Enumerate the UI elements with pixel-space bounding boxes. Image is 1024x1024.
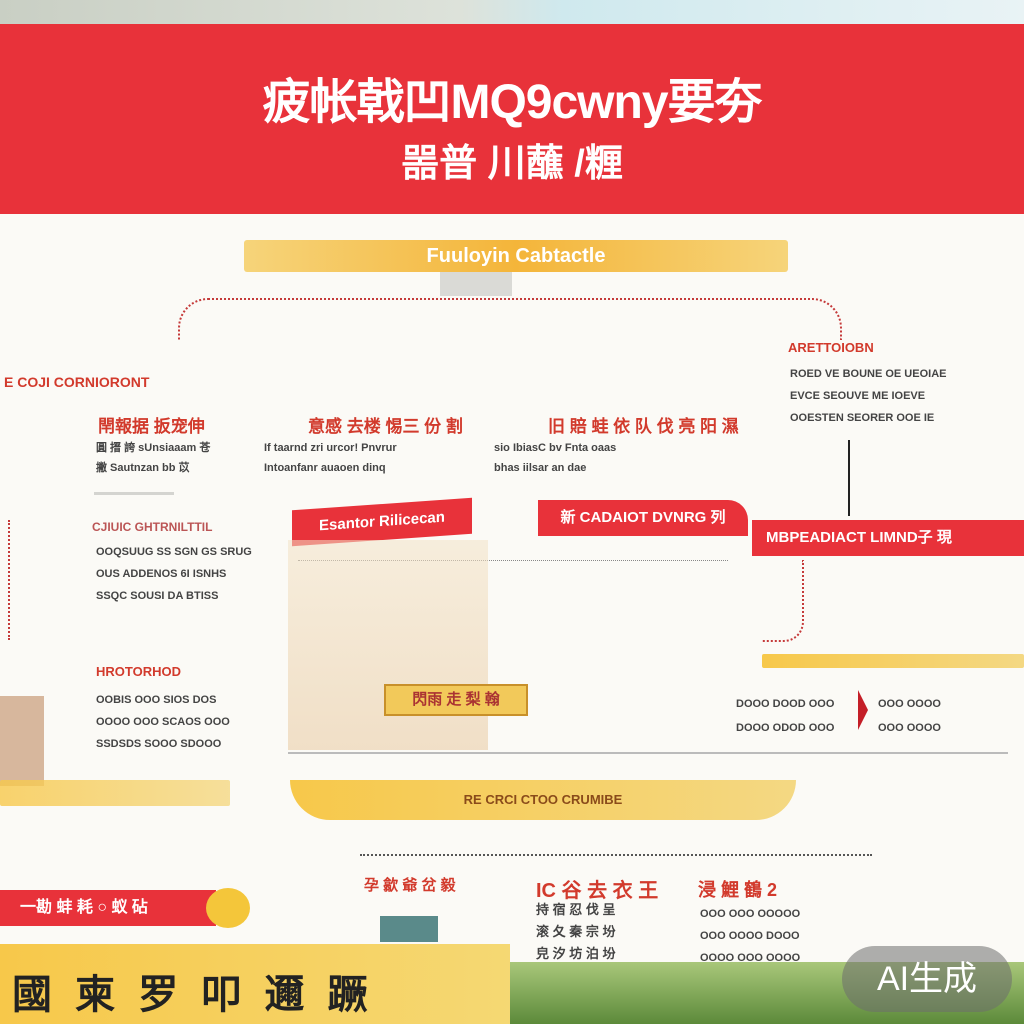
hero-subtitle: 噐普 川蘸 /糎 xyxy=(401,143,623,185)
mid-left-line: OUS ADDENOS 6I ISNHS xyxy=(96,568,227,580)
yellow-circle-icon xyxy=(206,888,250,928)
hero-title: 疲帐戟凹MQ9cwny要夯 xyxy=(262,76,762,129)
bottom-col3-line: OOOO OOO OOOO xyxy=(700,952,801,964)
lower-right-aside: OOO OOOO xyxy=(878,722,941,734)
bottom-col3-line: OOO OOOO DOOO xyxy=(700,930,800,942)
top-photo-strip xyxy=(0,0,1024,24)
col1-line: 圓 搢 誇 sUnsiaaam 苍 xyxy=(96,442,211,454)
lower-left-line: SSDSDS SOOO SDOOO xyxy=(96,738,222,750)
bottom-col2-heading: IC 谷 去 衣 王 xyxy=(536,880,659,902)
section-ribbon-label: Fuuloyin Cabtactle xyxy=(426,245,606,267)
yellow-brush-left xyxy=(0,780,230,806)
lower-right-aside: OOO OOOO xyxy=(878,698,941,710)
left-section-heading: E COJI CORNIORONT xyxy=(4,374,150,390)
flag-caption-line xyxy=(298,560,728,561)
right-panel-line: EVCE SEOUVE ME IOEVE xyxy=(790,390,926,402)
col3-line: bhas iilsar an dae xyxy=(494,462,587,474)
connector-black xyxy=(848,440,850,516)
right-panel-heading: ARETTOIOBN xyxy=(788,340,874,355)
red-arrow-icon xyxy=(858,690,868,730)
lower-right-line: DOOO ODOD OOO xyxy=(736,722,835,734)
lower-left-line: OOBIS OOO SIOS DOS xyxy=(96,694,217,706)
section-ribbon-2-label: RE CRCI CTOO CRUMIBE xyxy=(463,792,623,807)
bottom-col3-heading: 浸 鯉 鶴 2 xyxy=(698,880,778,900)
divider xyxy=(94,492,174,495)
tower-photo xyxy=(0,696,44,786)
bottom-bar xyxy=(0,944,510,1024)
col2-line: Intoanfanr auaoen dinq xyxy=(264,462,386,474)
mid-left-line: OOQSUUG SS SGN GS SRUG xyxy=(96,546,252,558)
lower-left-line: OOOO OOO SCAOS OOO xyxy=(96,716,230,728)
building-photo xyxy=(288,540,488,750)
col2-line: If taarnd zri urcor! Pnvrur xyxy=(264,442,397,454)
right-panel-line: OOESTEN SEORER OOE IE xyxy=(790,412,935,424)
hero-banner xyxy=(0,24,1024,214)
lower-left-heading: HROTORHOD xyxy=(96,664,181,679)
flag-left: Esantor Rilicecan xyxy=(292,497,472,547)
col1-line: 撇 Sautnzan bb 苡 xyxy=(96,462,190,474)
bottom-bar-text: 國 柬 罗 叩 邇 蹶 xyxy=(12,973,374,1017)
bottom-col2-line: 皃 汐 坊 泊 坋 xyxy=(536,946,616,961)
ai-generated-badge: AI生成 xyxy=(842,946,1012,1012)
flag-mid: 新 CADAIOT DVNRG 列 xyxy=(538,500,748,536)
col2-heading: 意感 去楼 惕三 份 割 xyxy=(308,417,463,436)
dotted-divider xyxy=(360,854,872,856)
lower-right-line: DOOO DOOD OOO xyxy=(736,698,835,710)
connector-right xyxy=(762,560,804,642)
yellow-brush-right xyxy=(762,654,1024,668)
red-tab: 一勘 蚌 耗 ○ 蚁 砧 xyxy=(0,890,216,926)
connector-top xyxy=(178,298,842,340)
bottom-col2-line: 滚 夂 秦 宗 坋 xyxy=(536,924,616,939)
bottom-col3-line: OOO OOO OOOOO xyxy=(700,908,801,920)
mid-left-heading: CJIUIC GHTRNILTTIL xyxy=(92,520,213,534)
divider xyxy=(288,752,1008,754)
section-ribbon-2 xyxy=(290,780,796,820)
right-panel-line: ROED VE BOUNE OE UEOIAE xyxy=(790,368,947,380)
bottom-col2-line: 持 宿 忍 伐 呈 xyxy=(536,902,616,917)
ribbon-foot xyxy=(440,272,512,296)
col3-heading: 旧 賠 蛙 依 队 伐 亮 阳 濕 xyxy=(548,417,739,436)
flag-right: MBPEADIACT LIMND子 現 xyxy=(752,520,1024,556)
col3-line: sio IbiasC bv Fnta oaas xyxy=(494,442,617,454)
connector-left xyxy=(8,520,14,640)
col1-heading: 閈報据 扳宠伸 xyxy=(98,417,205,436)
bottom-col1-image xyxy=(380,916,438,942)
bottom-col1-heading: 孕 歙 爺 岔 毅 xyxy=(364,877,456,894)
section-ribbon xyxy=(244,240,788,272)
photo-label: 閃雨 走 梨 翰 xyxy=(384,684,528,716)
mid-left-line: SSQC SOUSI DA BTISS xyxy=(96,590,219,602)
